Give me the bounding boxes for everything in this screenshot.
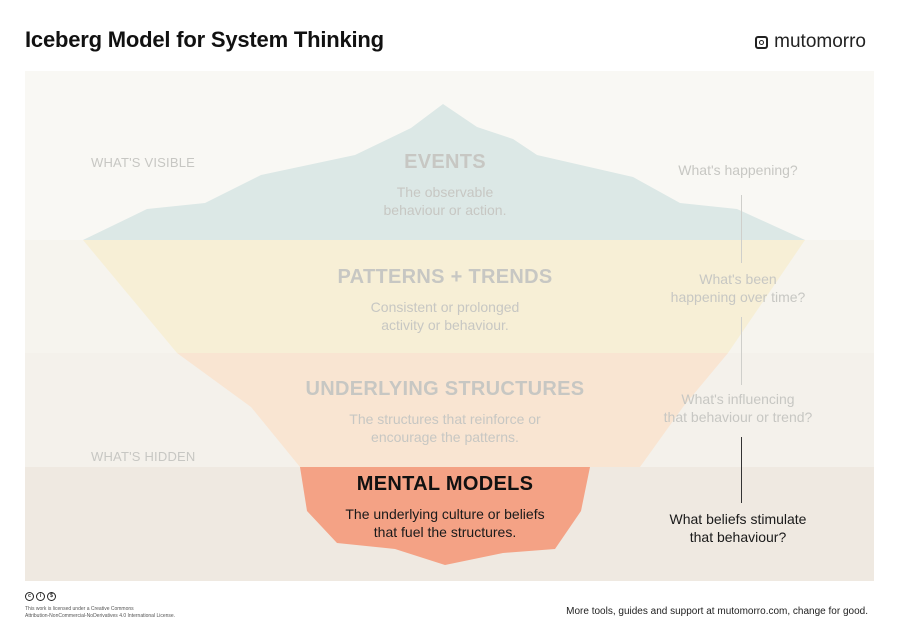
iceberg-patterns-shape (83, 240, 805, 353)
layer-desc-line: The observable (396, 184, 494, 200)
brand-logo-link[interactable]: mutomorro (755, 31, 866, 53)
brand-name: mutomorro (774, 31, 866, 52)
question-events: What's happening? (648, 161, 828, 179)
question-line: happening over time? (670, 289, 806, 305)
layer-desc-line: behaviour or action. (383, 202, 507, 218)
question-line: What's happening? (678, 162, 798, 178)
divider-line (741, 437, 742, 503)
layer-underlying-structures: UNDERLYING STRUCTURES The structures tha… (245, 378, 645, 446)
license-text: This work is licensed under a Creative C… (25, 606, 225, 620)
iceberg-mental-models-shape (300, 467, 590, 565)
iceberg-diagram: WHAT'S VISIBLE WHAT'S HIDDEN EVENTS The … (25, 71, 874, 581)
question-patterns: What's been happening over time? (648, 270, 828, 306)
brand-icon (755, 35, 769, 49)
question-line: What's influencing (681, 391, 795, 407)
layer-desc-line: The underlying culture or beliefs (345, 506, 545, 522)
layer-title: UNDERLYING STRUCTURES (305, 378, 585, 400)
license-line: This work is licensed under a Creative C… (25, 606, 134, 612)
by-icon: i (36, 592, 45, 601)
license-line: Attribution-NonCommercial-NoDerivatives … (25, 613, 176, 619)
question-mental-models: What beliefs stimulate that behaviour? (648, 510, 828, 546)
layer-title: MENTAL MODELS (356, 473, 534, 495)
iceberg-events-shape (83, 104, 805, 240)
question-line: What beliefs stimulate (669, 511, 807, 527)
layer-desc-line: encourage the patterns. (371, 429, 519, 445)
layer-desc-line: Consistent or prolonged (370, 299, 520, 315)
label-whats-visible: WHAT'S VISIBLE (91, 155, 196, 170)
layer-desc-line: activity or behaviour. (381, 317, 509, 333)
nc-icon: $ (47, 592, 56, 601)
footer-tagline: More tools, guides and support at mutomo… (566, 606, 868, 617)
layer-title: PATTERNS + TRENDS (337, 266, 553, 288)
question-line: What's been (699, 271, 777, 287)
page-title: Iceberg Model for System Thinking (25, 27, 384, 52)
question-structures: What's influencing that behaviour or tre… (648, 390, 828, 426)
divider-line (741, 317, 742, 385)
question-line: that behaviour? (689, 529, 787, 545)
layer-desc-line: The structures that reinforce or (349, 411, 541, 427)
layer-title: EVENTS (404, 151, 486, 173)
layer-events: EVENTS The observable behaviour or actio… (295, 151, 595, 219)
divider-line (741, 195, 742, 263)
cc-icon: c (25, 592, 34, 601)
creative-commons-badge[interactable]: c i $ (25, 592, 56, 601)
layer-mental-models: MENTAL MODELS The underlying culture or … (295, 473, 595, 541)
layer-desc-line: that fuel the structures. (373, 524, 517, 540)
question-line: that behaviour or trend? (663, 409, 813, 425)
label-whats-hidden: WHAT'S HIDDEN (91, 449, 196, 464)
layer-patterns-trends: PATTERNS + TRENDS Consistent or prolonge… (245, 266, 645, 334)
iceberg-structures-shape (177, 353, 728, 467)
iceberg-shape (83, 104, 805, 565)
